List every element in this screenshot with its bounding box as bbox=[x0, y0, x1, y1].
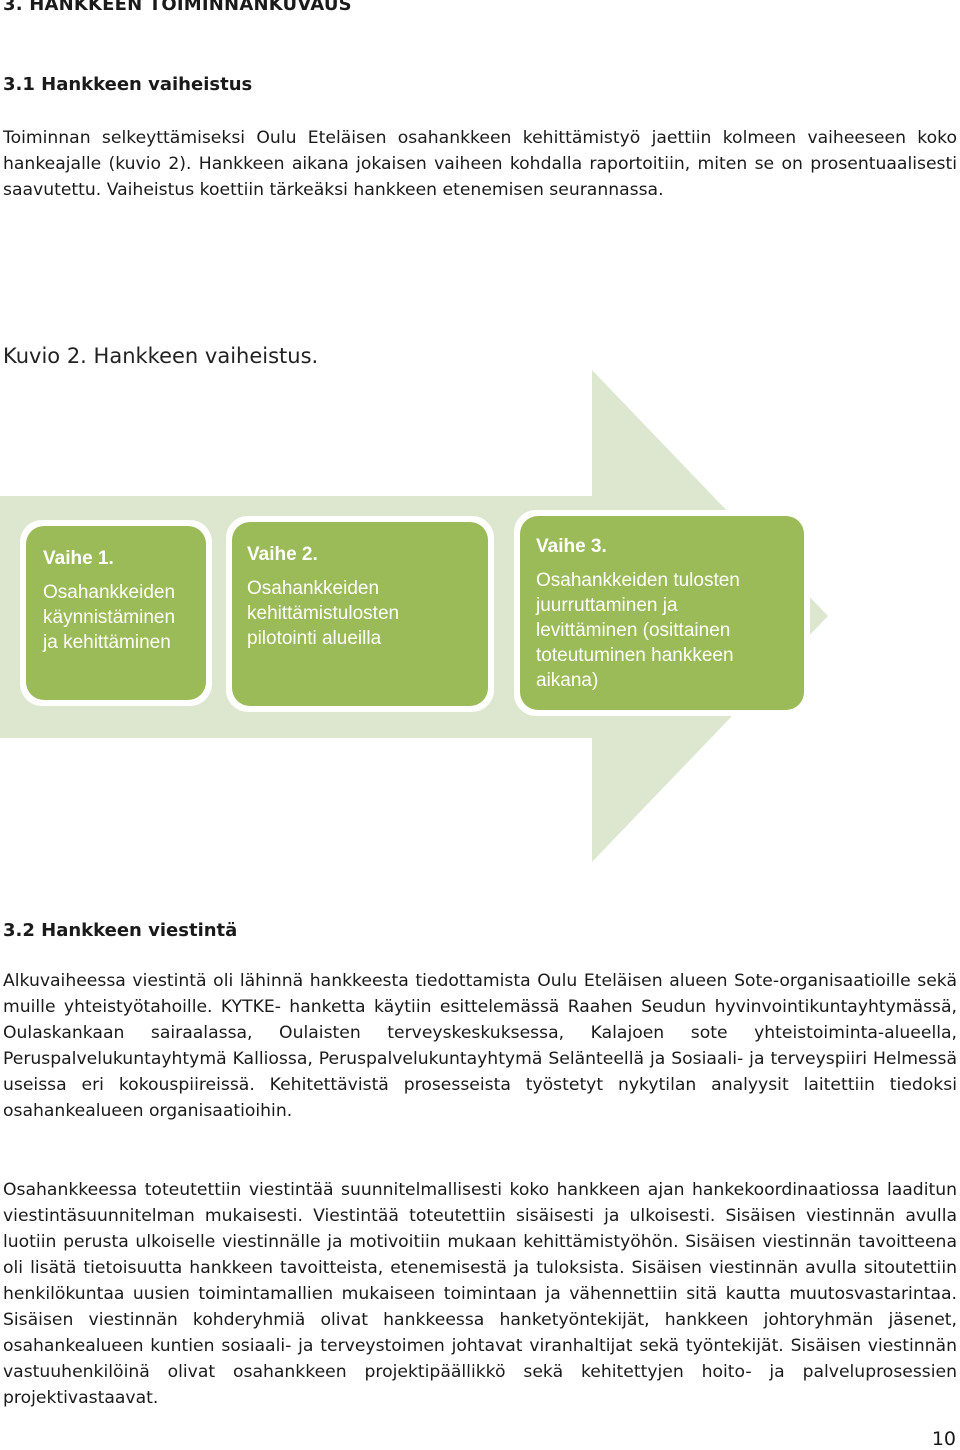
phasing-paragraph: Toiminnan selkeyttämiseksi Oulu Eteläise… bbox=[3, 128, 957, 200]
stage-3-line-3: levittäminen (osittainen bbox=[536, 620, 730, 641]
stage-3-line-5: aikana) bbox=[536, 670, 598, 691]
stage-box-1: Vaihe 1. Osahankkeiden käynnistäminen ja… bbox=[20, 520, 212, 706]
figure-caption: Kuvio 2. Hankkeen vaiheistus. bbox=[3, 344, 319, 368]
stage-2-title: Vaihe 2. bbox=[247, 544, 318, 565]
chapter-heading: 3. HANKKEEN TOIMINNANKUVAUS bbox=[3, 0, 352, 15]
stage-1-line-1: Osahankkeiden bbox=[43, 582, 175, 603]
communication-paragraph-2: Osahankkeessa toteutettiin viestintää su… bbox=[3, 1180, 957, 1408]
stage-1-line-3: ja kehittäminen bbox=[42, 632, 171, 653]
stage-box-2: Vaihe 2. Osahankkeiden kehittämistuloste… bbox=[226, 516, 494, 712]
stage-3-title: Vaihe 3. bbox=[536, 536, 607, 557]
stage-2-line-3: pilotointi alueilla bbox=[247, 628, 382, 649]
stage-box-3: Vaihe 3. Osahankkeiden tulosten juurrutt… bbox=[514, 510, 810, 716]
stage-3-line-2: juurruttaminen ja bbox=[535, 595, 678, 616]
section-heading-communication: 3.2 Hankkeen viestintä bbox=[3, 920, 238, 941]
section-heading-phasing: 3.1 Hankkeen vaiheistus bbox=[3, 74, 253, 95]
phases-diagram: Vaihe 1. Osahankkeiden käynnistäminen ja… bbox=[0, 370, 828, 862]
communication-paragraph-1: Alkuvaiheessa viestintä oli lähinnä hank… bbox=[3, 971, 957, 1121]
stage-2-line-2: kehittämistulosten bbox=[247, 603, 399, 624]
stage-3-line-1: Osahankkeiden tulosten bbox=[536, 570, 740, 591]
stage-1-line-2: käynnistäminen bbox=[43, 607, 175, 628]
stage-2-line-1: Osahankkeiden bbox=[247, 578, 379, 599]
stage-1-title: Vaihe 1. bbox=[43, 548, 114, 569]
stage-3-line-4: toteutuminen hankkeen bbox=[536, 645, 734, 666]
page-number: 10 bbox=[931, 1428, 956, 1450]
